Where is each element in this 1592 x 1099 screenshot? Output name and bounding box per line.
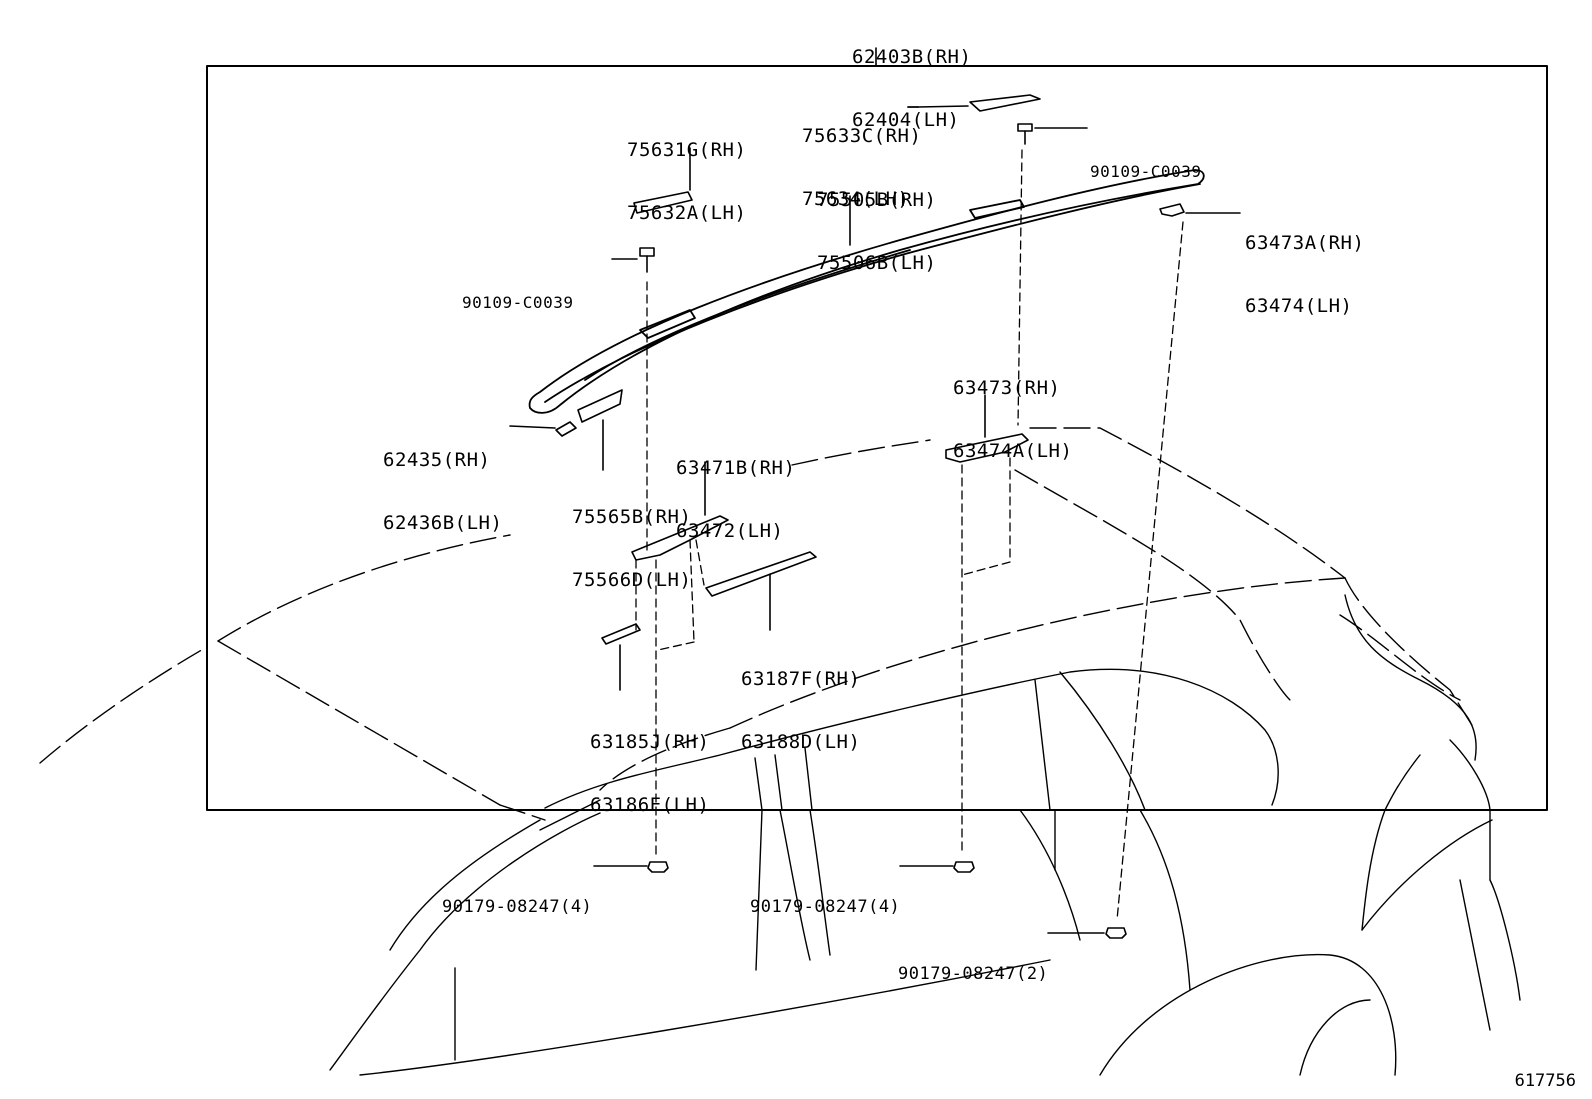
end-cap — [555, 421, 577, 437]
label-cover-a-lh: 75632A(LH) — [627, 202, 747, 224]
screw-right — [1017, 123, 1033, 145]
rail-cover-b — [969, 94, 1041, 112]
nut-rear — [1105, 927, 1127, 939]
label-rail-assy: 62403B(RH) 62404(LH) — [852, 5, 971, 152]
label-front-bracket-rh: 63471B(RH) — [676, 457, 796, 479]
vehicle-body-outline — [39, 427, 1476, 821]
label-cover-b-lh: 75634(LH) — [802, 188, 910, 210]
label-nut-mid: 90179-08247(4) — [750, 855, 900, 939]
label-nut-front: 90179-08247(4) — [442, 855, 592, 939]
label-mid-bracket-rh: 63473(RH) — [953, 377, 1061, 399]
vehicle-body-lines — [329, 799, 1521, 1076]
label-end-cap: 62435(RH) 62436B(LH) — [383, 408, 502, 555]
label-front-bracket-lh: 63472(LH) — [676, 520, 784, 542]
label-screw-right-text: 90109-C0039 — [1090, 162, 1202, 181]
nut-mid — [953, 861, 975, 873]
label-nut-rear-text: 90179-08247(2) — [898, 964, 1049, 984]
label-rail: 75505B(RH) 75506B(LH) — [817, 148, 936, 295]
label-gasket-short: 63185J(RH) 63186E(LH) — [590, 690, 709, 837]
label-cover-b-rh: 75633C(RH) — [802, 125, 922, 147]
label-gasket-long-rh: 63187F(RH) — [741, 668, 861, 690]
label-rail-assy-rh: 62403B(RH) — [852, 46, 972, 68]
label-gasket-short-rh: 63185J(RH) — [590, 731, 710, 753]
label-screw-left: 90109-C0039 — [462, 250, 573, 334]
mid-bracket — [945, 433, 1029, 463]
label-end-cover-lh: 75566D(LH) — [572, 569, 692, 591]
label-rear-bracket: 63473A(RH) 63474(LH) — [1245, 191, 1364, 338]
label-screw-right: 90109-C0039 — [1090, 119, 1201, 203]
label-nut-front-text: 90179-08247(4) — [442, 897, 593, 917]
label-screw-left-text: 90109-C0039 — [462, 293, 574, 312]
assembly-frame — [206, 65, 1548, 811]
roof-rail — [528, 169, 1205, 414]
label-gasket-long-lh: 63188D(LH) — [741, 731, 861, 753]
label-end-cap-lh: 62436B(LH) — [383, 512, 503, 534]
gasket-long — [705, 551, 817, 597]
nut-front — [647, 861, 669, 873]
rear-bracket — [1159, 203, 1185, 217]
label-rail-rh: 75505B(RH) — [817, 189, 937, 211]
window-outline — [544, 594, 1491, 811]
assembly-lines — [635, 149, 1184, 921]
label-end-cap-rh: 62435(RH) — [383, 449, 491, 471]
rail-cover-a — [633, 191, 693, 214]
label-rail-assy-lh: 62404(LH) — [852, 109, 960, 131]
screw-left — [639, 247, 655, 273]
end-cover — [577, 389, 623, 423]
label-end-cover-rh: 75565B(RH) — [572, 506, 692, 528]
label-cover-b: 75633C(RH) 75634(LH) — [802, 84, 921, 231]
label-gasket-long: 63187F(RH) 63188D(LH) — [741, 627, 860, 774]
label-end-cover: 75565B(RH) 75566D(LH) — [572, 465, 691, 612]
label-nut-mid-text: 90179-08247(4) — [750, 897, 901, 917]
label-rail-lh: 75506B(LH) — [817, 252, 937, 274]
gasket-short — [601, 623, 641, 645]
label-front-bracket: 63471B(RH) 63472(LH) — [676, 416, 795, 563]
label-cover-a-rh: 75631G(RH) — [627, 139, 747, 161]
label-cover-a: 75631G(RH) 75632A(LH) — [627, 98, 746, 245]
label-rear-bracket-rh: 63473A(RH) — [1245, 232, 1365, 254]
label-mid-bracket-lh: 63474A(LH) — [953, 440, 1073, 462]
label-gasket-short-lh: 63186E(LH) — [590, 794, 710, 816]
reference-number: 617756 — [1514, 1071, 1576, 1091]
label-rear-bracket-lh: 63474(LH) — [1245, 295, 1353, 317]
label-mid-bracket: 63473(RH) 63474A(LH) — [953, 336, 1072, 483]
label-nut-rear: 90179-08247(2) — [898, 922, 1048, 1006]
